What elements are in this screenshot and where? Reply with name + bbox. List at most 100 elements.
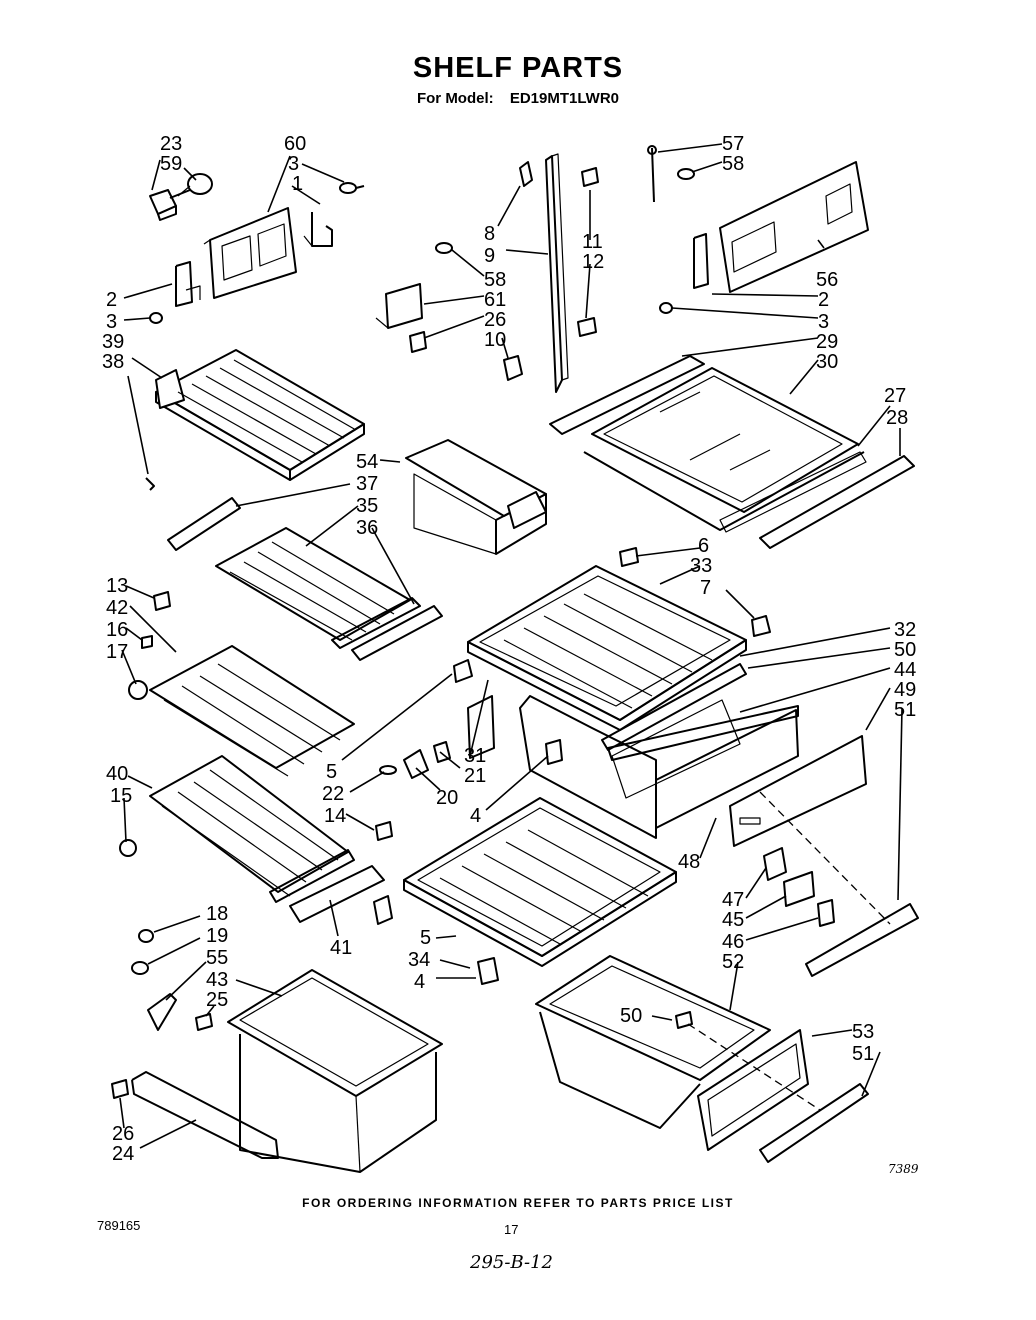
callout-55: 55 (206, 947, 228, 969)
front-trim-27 (719, 451, 867, 533)
callout-21: 21 (464, 765, 486, 787)
document-number: 789165 (97, 1218, 141, 1233)
model-label: For Model: (416, 90, 494, 107)
model-number: ED19MT1LWR0 (509, 90, 620, 107)
callout-56: 56 (816, 269, 838, 291)
callout-10: 10 (484, 329, 506, 351)
light-shield-part (203, 207, 297, 299)
callout-25: 25 (206, 989, 228, 1011)
pin-part (647, 145, 695, 203)
left-crisper-bin (227, 969, 443, 1173)
callout-48: 48 (678, 851, 700, 873)
callout-46: 46 (722, 931, 744, 953)
upper-right-glass-shelf (549, 355, 915, 549)
callout-45: 45 (722, 909, 744, 931)
drawing-number: 7389 (888, 1162, 919, 1176)
callout-6: 6 (698, 535, 709, 557)
callout-9: 9 (484, 245, 495, 267)
callout-11: 11 (582, 231, 603, 253)
callout-40: 40 (106, 763, 128, 785)
shelf-cover-41 (289, 865, 385, 923)
callout-23: 23 (160, 133, 182, 155)
callout-35: 35 (356, 495, 378, 517)
callout-51-upper: 51 (894, 699, 916, 721)
center-shelf-assembly (379, 547, 891, 927)
callout-32: 32 (894, 619, 916, 641)
callout-58-mid: 58 (484, 269, 506, 291)
shelf-bracket-left (149, 261, 201, 324)
callout-17: 17 (106, 641, 128, 663)
callout-4-mid: 4 (470, 805, 481, 827)
lower-center-shelf (373, 797, 677, 985)
wire-shelf-left (128, 591, 355, 777)
callout-leaders (119, 143, 903, 1149)
callout-26-low: 26 (112, 1123, 134, 1145)
center-rail-part (503, 153, 599, 393)
callout-33: 33 (690, 555, 712, 577)
callout-29: 29 (816, 331, 838, 353)
page-number: 17 (504, 1222, 519, 1237)
parts-artwork (111, 145, 919, 1173)
callout-31: 31 (464, 745, 486, 767)
callout-37: 37 (356, 473, 378, 495)
crisper-bracket-part (375, 242, 453, 353)
callout-51-low: 51 (852, 1043, 874, 1065)
callout-7: 7 (700, 577, 711, 599)
crisper-track-parts (111, 929, 279, 1159)
right-light-shield-part (659, 161, 869, 314)
callout-50-low: 50 (620, 1005, 642, 1027)
callout-61: 61 (484, 289, 506, 311)
callout-59: 59 (160, 153, 182, 175)
callout-54: 54 (356, 451, 378, 473)
callout-50-right: 50 (894, 639, 916, 661)
wire-shelf-middle (167, 497, 443, 661)
callout-60: 60 (284, 133, 306, 155)
callout-15: 15 (110, 785, 132, 807)
callout-18: 18 (206, 903, 228, 925)
callout-5-mid: 5 (326, 761, 337, 783)
model-line: For Model: ED19MT1LWR0 (0, 90, 1036, 107)
callout-12: 12 (582, 251, 604, 273)
callout-1: 1 (292, 173, 303, 195)
callout-20: 20 (436, 787, 458, 809)
callout-52: 52 (722, 951, 744, 973)
callout-36: 36 (356, 517, 378, 539)
callout-3-right: 3 (818, 311, 829, 333)
callout-8: 8 (484, 223, 495, 245)
callout-5-low: 5 (420, 927, 431, 949)
page-title: SHELF PARTS (412, 52, 624, 84)
callout-24: 24 (112, 1143, 134, 1165)
callout-2-right: 2 (818, 289, 829, 311)
upper-left-shelf (155, 349, 365, 481)
callout-58-top: 58 (722, 153, 744, 175)
callout-34: 34 (408, 949, 430, 971)
callout-42: 42 (106, 597, 128, 619)
callout-57: 57 (722, 133, 744, 155)
callout-28: 28 (886, 407, 908, 429)
callout-53: 53 (852, 1021, 874, 1043)
callout-39: 39 (102, 331, 124, 353)
clip-38 (145, 477, 155, 491)
callout-2-left: 2 (106, 289, 117, 311)
callout-26-mid: 26 (484, 309, 506, 331)
wire-shelf-lower (119, 755, 393, 903)
callout-49: 49 (894, 679, 916, 701)
callout-3-left: 3 (106, 311, 117, 333)
callout-4-low: 4 (414, 971, 425, 993)
callout-19: 19 (206, 925, 228, 947)
bracket-upper-left (303, 182, 365, 247)
callout-13: 13 (106, 575, 128, 597)
right-crisper-bin (535, 903, 919, 1163)
callout-3-top: 3 (288, 153, 299, 175)
ordering-note: FOR ORDERING INFORMATION REFER TO PARTS … (302, 1196, 734, 1210)
callout-47: 47 (722, 889, 744, 911)
callout-44: 44 (894, 659, 916, 681)
callout-38: 38 (102, 351, 124, 373)
callout-30: 30 (816, 351, 838, 373)
callout-14: 14 (324, 805, 346, 827)
callout-43: 43 (206, 969, 228, 991)
callout-22: 22 (322, 783, 344, 805)
callout-16: 16 (106, 619, 128, 641)
